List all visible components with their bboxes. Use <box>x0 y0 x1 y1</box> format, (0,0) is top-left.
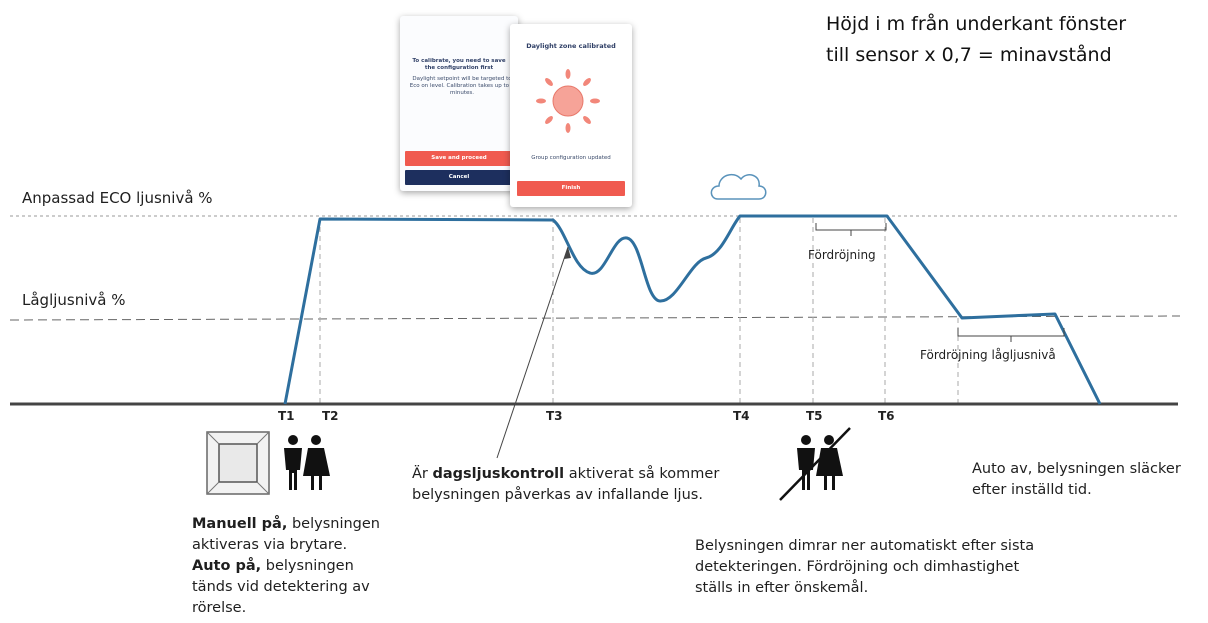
sensor-hint-line1: Höjd i m från underkant fönster <box>826 13 1127 35</box>
dimming-note: Belysningen dimrar ner automatiskt efter… <box>695 538 1035 596</box>
finish-button[interactable]: Finish <box>517 181 625 196</box>
low-delay-bracket <box>957 328 1065 342</box>
light-level-curve <box>283 214 1102 405</box>
cloud-icon <box>710 173 767 200</box>
auto-off-note: Auto av, belysningen släcker efter instä… <box>972 461 1181 498</box>
daylight-note-bold: dagsljuskontroll <box>432 466 565 482</box>
calibrate-dialog: To calibrate, you need to save the confi… <box>400 16 518 191</box>
manual-on-text: belysningen aktiveras via brytare. <box>192 516 380 553</box>
time-marker-t4: T4 <box>733 409 750 423</box>
time-marker-t2: T2 <box>322 409 339 423</box>
group-config-status: Group configuration updated <box>531 155 611 161</box>
low-level-label: Lågljusnivå % <box>22 291 126 309</box>
eco-level-label: Anpassad ECO ljusnivå % <box>22 189 213 207</box>
manual-on-bold: Manuell på, <box>192 516 288 532</box>
calibrated-dialog: Daylight zone calibrated Group configura… <box>510 24 632 207</box>
save-and-proceed-button[interactable]: Save and proceed <box>405 151 513 166</box>
low-delay-label: Fördröjning lågljusnivå <box>920 348 1056 362</box>
daylight-control-note: Är dagsljuskontroll aktiverat så kommer … <box>412 464 742 506</box>
calibrated-dialog-title: Daylight zone calibrated <box>526 42 616 50</box>
delay-label: Fördröjning <box>808 248 876 262</box>
manual-auto-on-note: Manuell på, belysningen aktiveras via br… <box>192 514 392 619</box>
time-marker-t1: T1 <box>278 409 295 423</box>
calibrate-dialog-title: To calibrate, you need to save the confi… <box>412 58 506 71</box>
daylight-note-text: aktiverat så kommer belysningen påverkas… <box>412 466 720 503</box>
time-marker-t5: T5 <box>806 409 823 423</box>
sensor-hint: Höjd i m från underkant fönster till sen… <box>826 9 1126 71</box>
sun-icon <box>536 69 600 133</box>
time-marker-t3: T3 <box>546 409 563 423</box>
cancel-button[interactable]: Cancel <box>405 170 513 185</box>
auto-on-bold: Auto på, <box>192 558 262 574</box>
time-marker-lines <box>319 218 959 404</box>
sensor-hint-line2: till sensor x 0,7 = minavstånd <box>826 44 1112 66</box>
calibrate-dialog-body: Daylight setpoint will be targeted to Ec… <box>409 76 515 96</box>
time-marker-t6: T6 <box>878 409 895 423</box>
people-crossed-icon <box>779 427 851 501</box>
auto-on-text: belysningen tänds vid detektering av rör… <box>192 558 370 616</box>
wall-switch-icon <box>206 431 270 495</box>
daylight-note-pre: Är <box>412 466 433 482</box>
people-icon <box>284 435 330 490</box>
daylight-pointer-arrow <box>496 246 569 459</box>
delay-bracket <box>815 223 887 236</box>
